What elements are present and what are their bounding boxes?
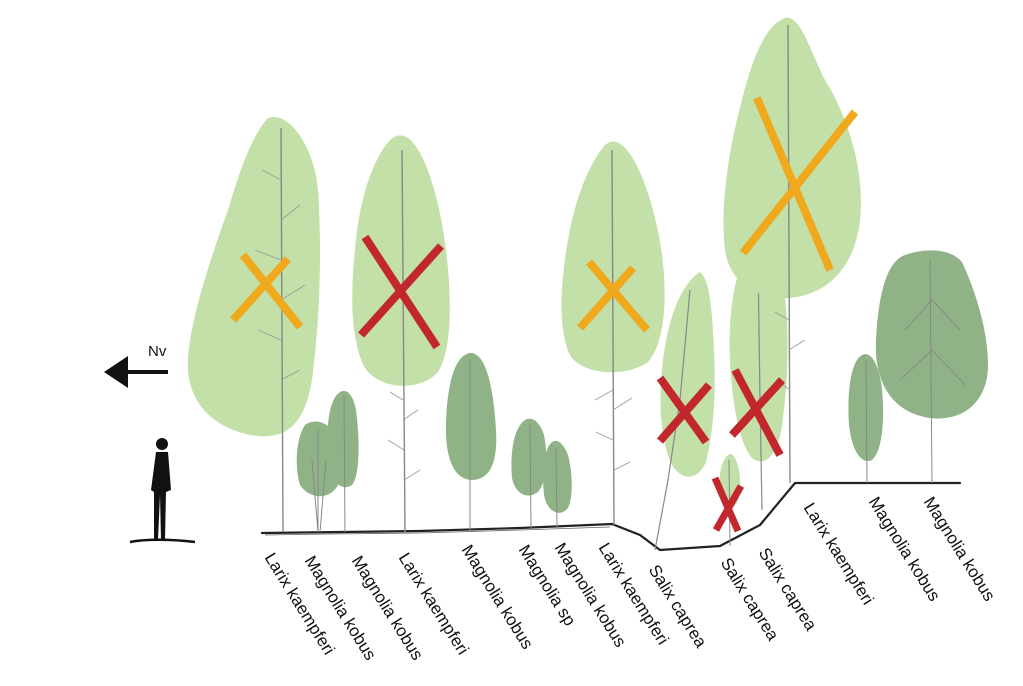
- tree-magnolia-kobus-14: [875, 250, 988, 484]
- tree-crown: [187, 116, 320, 437]
- tree-crown: [875, 250, 988, 419]
- tree-magnolia-sp-6: [511, 418, 547, 530]
- tree-crown: [660, 272, 715, 477]
- tree-crown: [327, 390, 359, 488]
- tree-crown: [511, 418, 547, 496]
- tree-larix-kaempferi-8: [561, 141, 665, 526]
- ground-line-texture: [264, 526, 611, 536]
- north-arrow: [104, 356, 168, 388]
- red-cross-marker: [656, 375, 713, 445]
- tree-trunk: [280, 127, 284, 533]
- tree-crown: [723, 17, 861, 299]
- tree-magnolia-kobus-13: [848, 354, 884, 484]
- tree-larix-kaempferi-1: [187, 116, 320, 533]
- orange-cross-marker: [577, 259, 651, 333]
- tree-trunk: [401, 149, 406, 533]
- red-cross-marker: [711, 476, 745, 533]
- tree-crown: [446, 352, 497, 480]
- tree-magnolia-kobus-5: [446, 352, 497, 530]
- orange-cross-marker: [739, 96, 859, 272]
- tree-magnolia-kobus-3: [327, 390, 359, 533]
- direction-label: Nv: [148, 343, 167, 360]
- arrow-left-icon: [104, 356, 128, 388]
- tree-magnolia-kobus-7: [543, 440, 572, 530]
- orange-cross-marker: [230, 252, 304, 330]
- tree-crown: [729, 248, 788, 462]
- person-scale-figure: [129, 438, 196, 544]
- tree-crown: [543, 440, 572, 513]
- tree-trunk: [611, 149, 615, 526]
- red-cross-marker: [729, 368, 785, 457]
- tree-crown: [352, 135, 450, 386]
- tree-crown: [848, 354, 884, 462]
- red-cross-marker: [358, 234, 444, 350]
- tree-trunk: [787, 24, 791, 484]
